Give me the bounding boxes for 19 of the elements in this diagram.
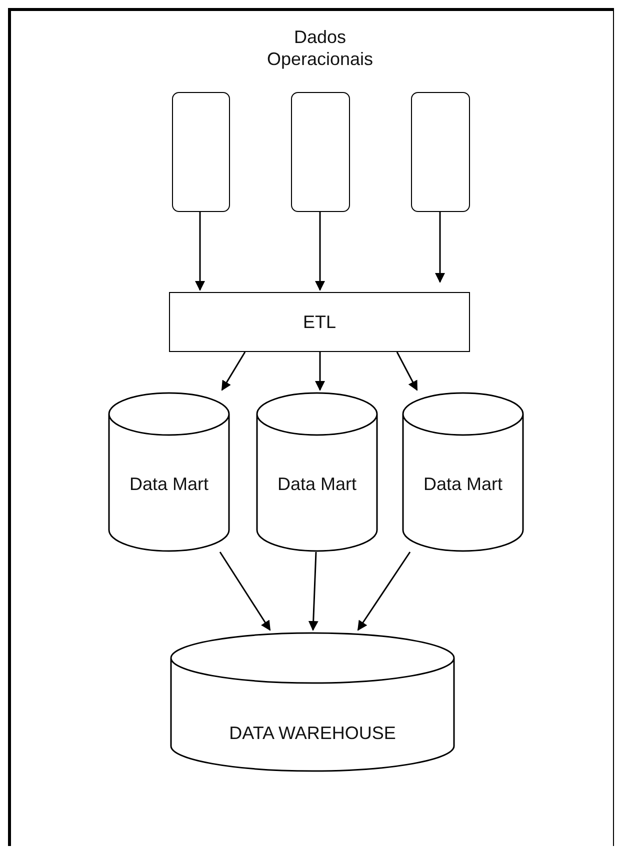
arrow	[357, 552, 411, 631]
arrow	[435, 212, 445, 283]
storage-label: Data Mart	[129, 474, 209, 494]
arrow	[195, 212, 205, 291]
arrow	[308, 552, 318, 631]
process-box	[169, 292, 470, 352]
arrow	[396, 352, 418, 391]
storage-label: Data Mart	[423, 474, 503, 494]
group-label: Dados Operacionais	[266, 26, 374, 70]
process-label: ETL	[302, 312, 336, 332]
arrow	[221, 352, 246, 391]
storage-label: DATA WAREHOUSE	[229, 722, 396, 744]
source-box	[291, 92, 350, 212]
arrow	[315, 212, 325, 291]
arrow	[315, 352, 325, 391]
source-box	[172, 92, 230, 212]
storage-label: Data Mart	[277, 474, 357, 494]
arrow	[219, 552, 271, 631]
source-box	[411, 92, 470, 212]
